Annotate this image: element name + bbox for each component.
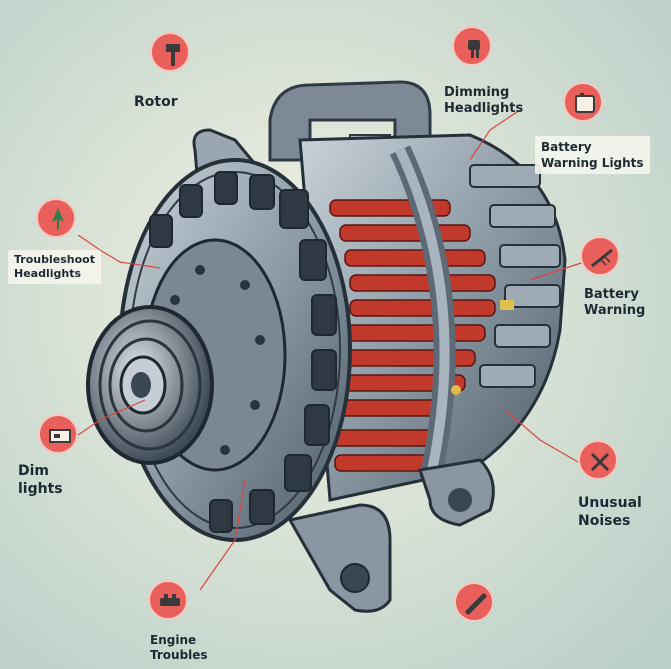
brush-icon (166, 44, 180, 66)
arrow-up-icon (52, 208, 64, 230)
connector-icon (160, 594, 180, 606)
dimming-headlights-callout (452, 26, 492, 66)
troubleshoot-headlights-callout (36, 198, 76, 238)
battery-warning-callout (580, 236, 620, 276)
wrench-icon (590, 452, 610, 472)
engine-troubles-callout (148, 580, 188, 620)
label-battery-warning: Battery Warning (584, 287, 646, 318)
rotor-callout (150, 32, 190, 72)
battery-icon (575, 93, 595, 113)
dim-lights-callout (38, 414, 78, 454)
plug-icon (468, 40, 480, 58)
display-icon (49, 429, 71, 443)
clip-icon (465, 593, 487, 615)
label-battery-warning-lights: Battery Warning Lights (535, 136, 650, 174)
label-dimming-headlights: Dimming Headlights (444, 85, 524, 116)
label-unusual-noises: Unusual Noises (578, 495, 642, 529)
label-troubleshoot-headlights: Troubleshoot Headlights (8, 250, 101, 284)
label-rotor: Rotor (134, 94, 178, 110)
bottom-callout (454, 582, 494, 622)
label-engine-troubles: Engine Troubles (150, 633, 208, 662)
unusual-noises-callout (578, 440, 618, 480)
battery-warning-lights-callout (563, 82, 603, 122)
label-dim-lights: Dim lights (18, 463, 63, 497)
comb-icon (591, 248, 613, 268)
